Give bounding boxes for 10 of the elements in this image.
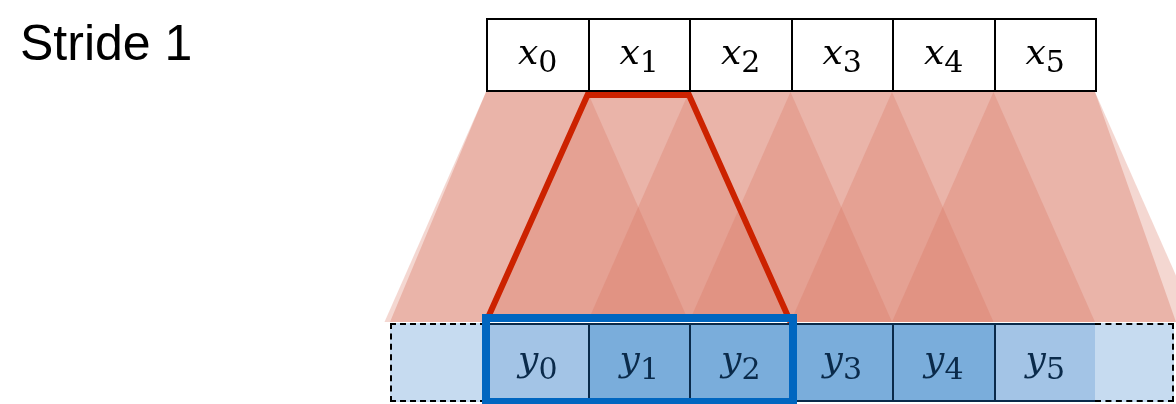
input-cell: x$_{3}$ — [790, 18, 894, 92]
stride-label: Stride 1 — [20, 14, 193, 72]
input-cell: x$_{0}$ — [486, 18, 590, 92]
input-cell: x$_{1}$ — [587, 18, 691, 92]
input-cell: x$_{5}$ — [993, 18, 1097, 92]
input-cell: x$_{2}$ — [689, 18, 793, 92]
padding-cell — [1095, 323, 1174, 402]
output-cell: y$_{5}$ — [993, 323, 1097, 402]
input-cell: x$_{4}$ — [892, 18, 996, 92]
output-cell: y$_{4}$ — [892, 323, 996, 402]
